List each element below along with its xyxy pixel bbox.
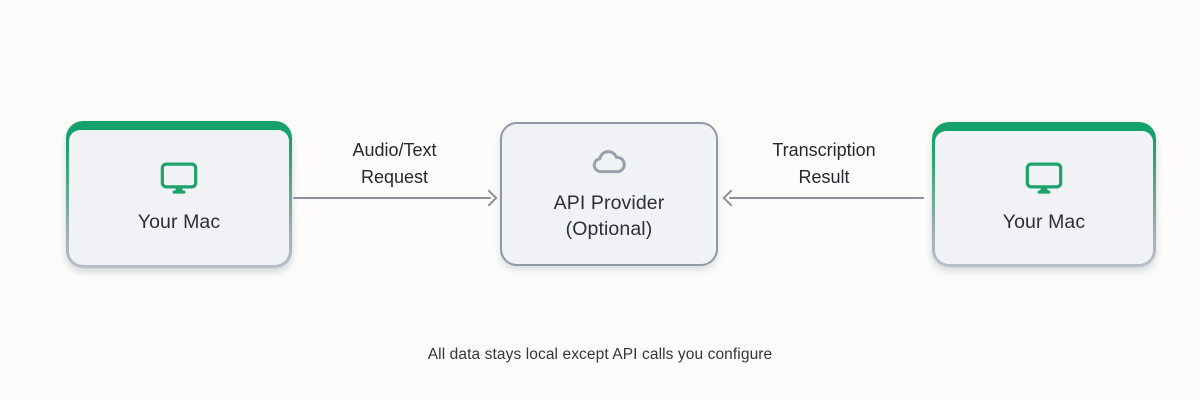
node-api-provider-label-line1: API Provider — [553, 192, 665, 214]
node-api-provider-label-line2: (Optional) — [565, 218, 653, 240]
mac-display-icon — [160, 162, 198, 194]
node-your-mac-left: Your Mac — [66, 121, 292, 268]
arrow-result-label-line2: Result — [798, 166, 850, 187]
node-your-mac-left-body: Your Mac — [69, 130, 289, 265]
privacy-caption: All data stays local except API calls yo… — [427, 346, 773, 363]
arrow-result-label: Transcription Result — [724, 137, 924, 190]
arrow-request-right — [293, 189, 498, 207]
arrow-request-line — [293, 196, 491, 200]
mac-display-icon — [1025, 162, 1063, 194]
arrow-request-label-line1: Audio/Text — [352, 140, 437, 160]
cloud-icon — [592, 150, 626, 174]
arrow-request-label-line2: Request — [360, 166, 429, 187]
node-your-mac-left-label: Your Mac — [137, 210, 221, 233]
arrow-result-head-icon — [722, 189, 740, 207]
node-your-mac-right-body: Your Mac — [935, 131, 1153, 264]
arrow-request-label: Audio/Text Request — [303, 137, 486, 190]
node-api-provider-body: API Provider (Optional) — [502, 124, 716, 264]
arrow-result-label-line1: Transcription — [772, 140, 876, 160]
arrow-result-line — [729, 196, 924, 200]
node-your-mac-right-label: Your Mac — [1002, 210, 1086, 233]
node-your-mac-right: Your Mac — [932, 122, 1156, 267]
node-api-provider: API Provider (Optional) — [500, 122, 718, 266]
arrow-result-left — [722, 189, 924, 207]
arrow-request-head-icon — [480, 189, 498, 207]
node-api-provider-label: API Provider (Optional) — [554, 190, 665, 242]
